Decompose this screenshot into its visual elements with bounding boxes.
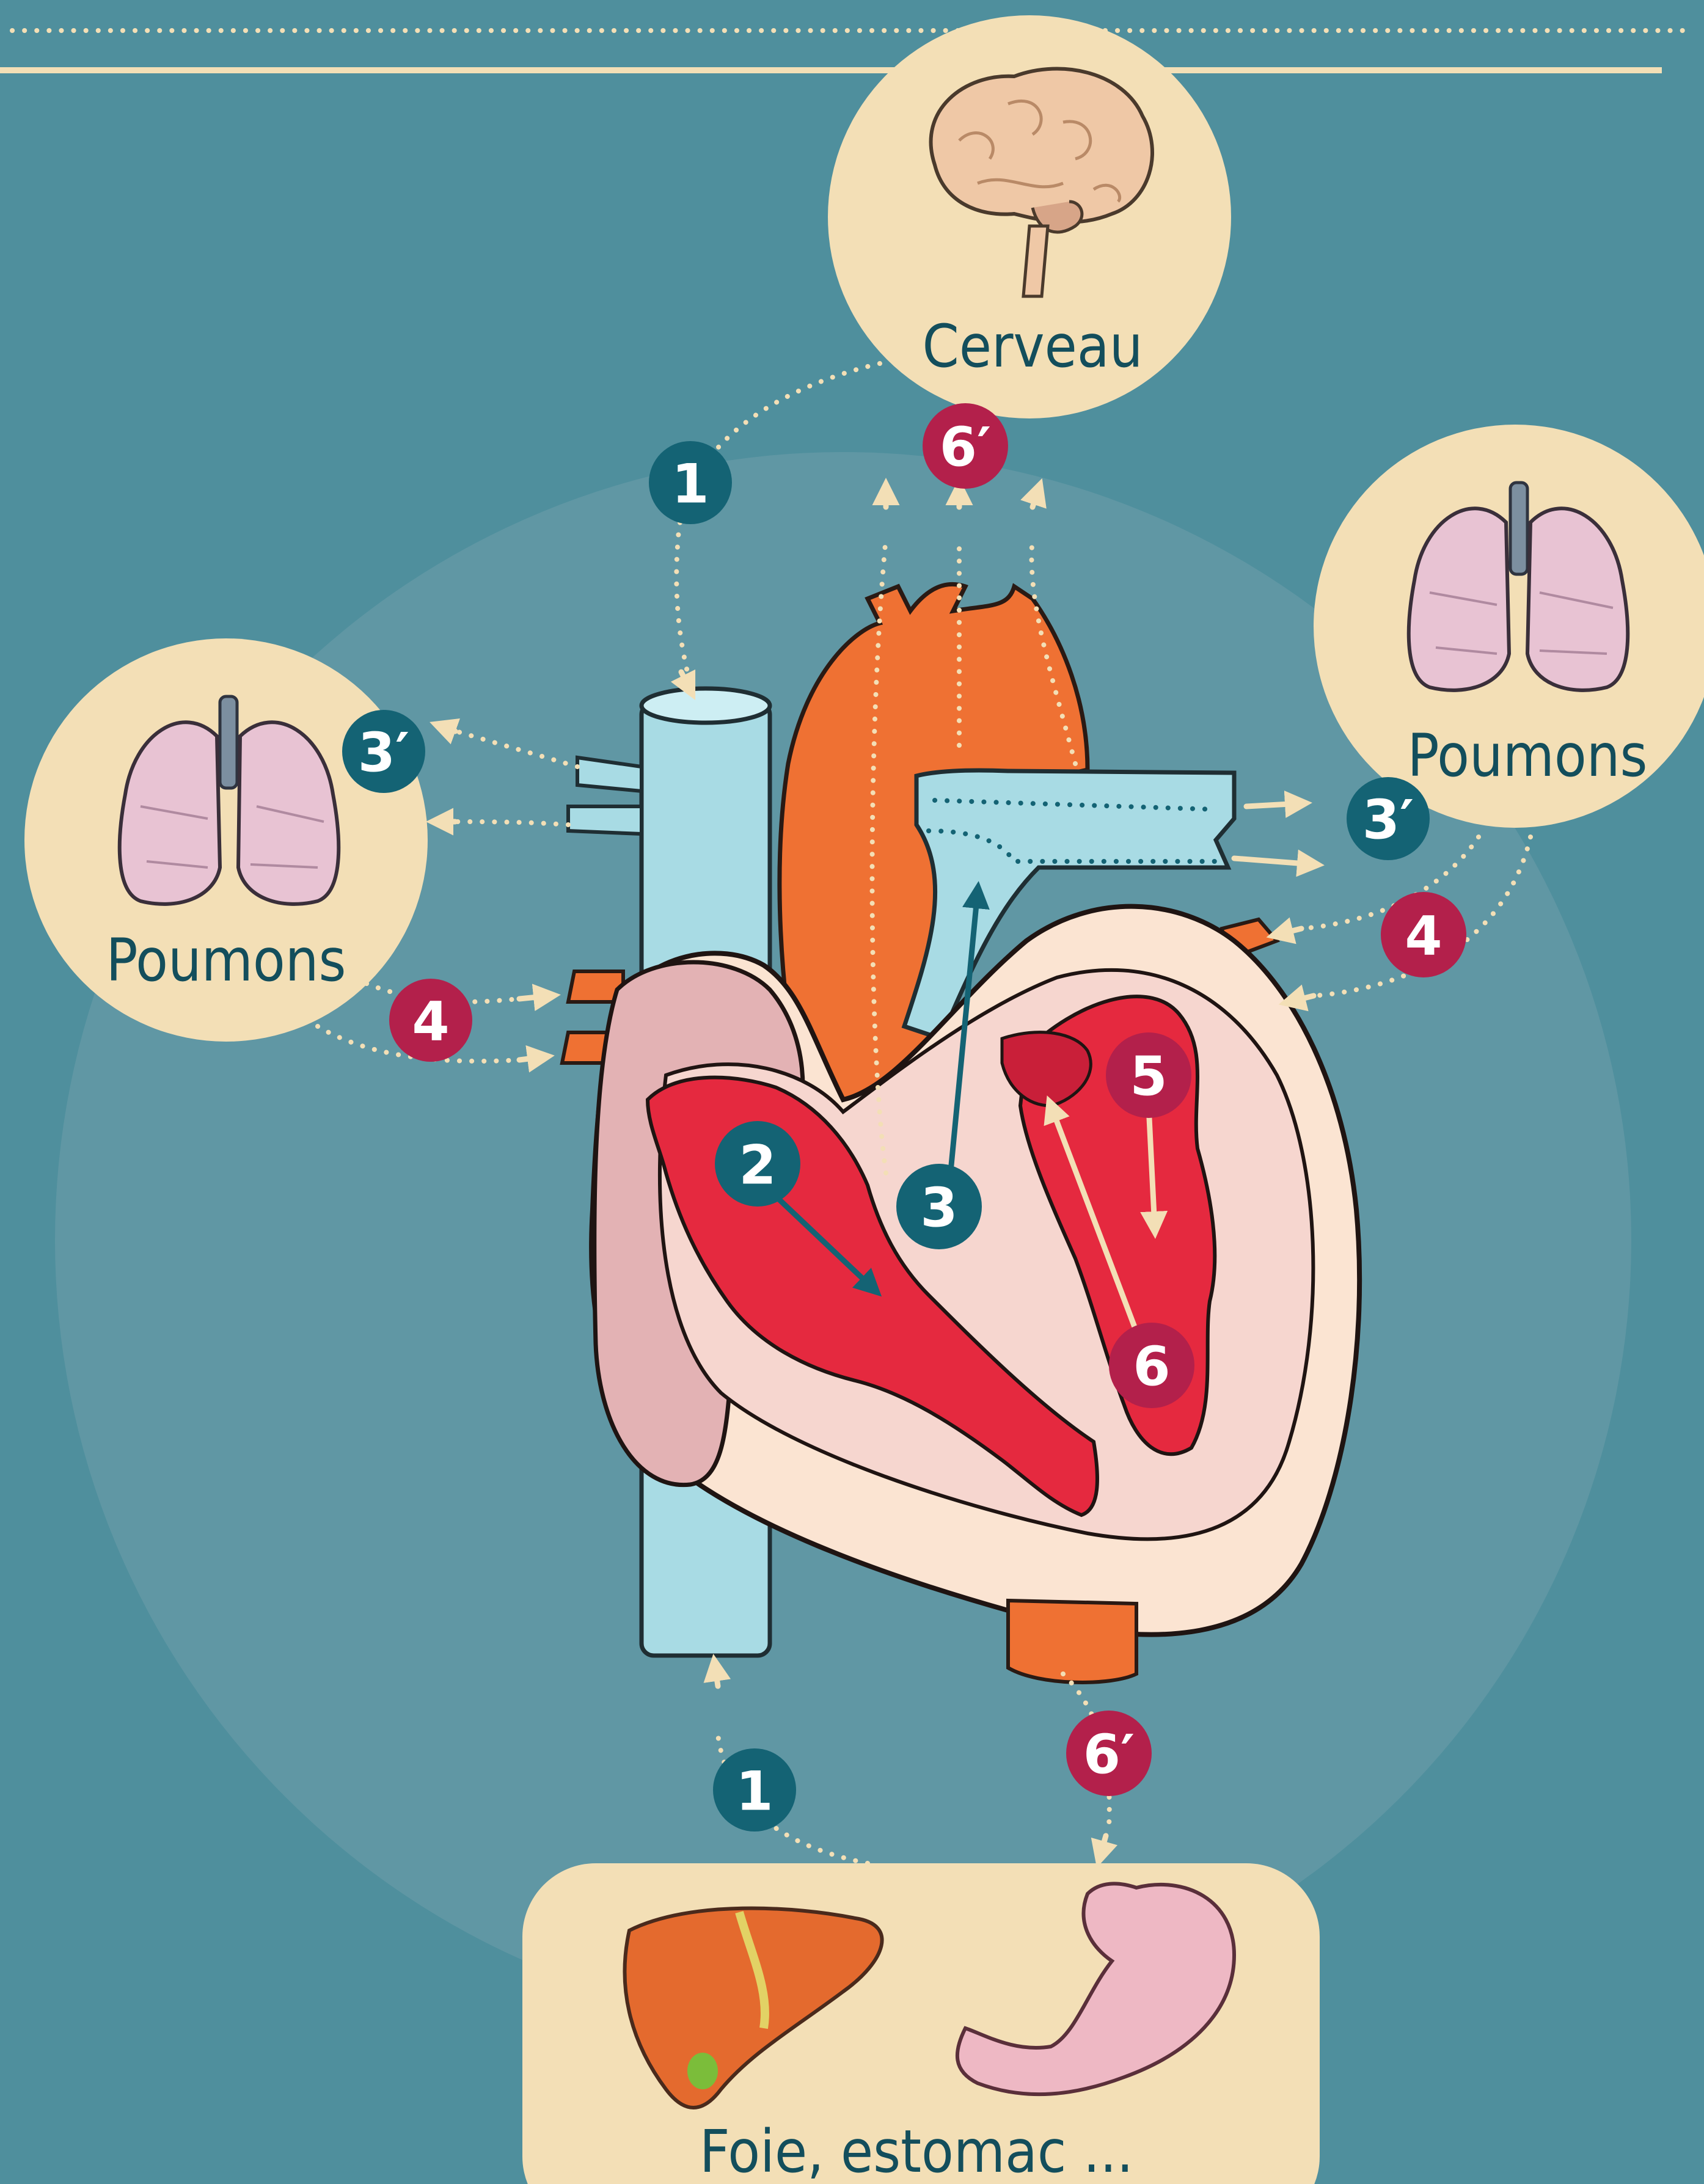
badge-6: 6 xyxy=(1109,1323,1194,1408)
header-rules xyxy=(0,31,1692,70)
brain-label: Cerveau xyxy=(923,312,1143,381)
badge-4-left: 4 xyxy=(389,979,472,1062)
svg-text:3: 3 xyxy=(920,1177,957,1240)
badge-5: 5 xyxy=(1106,1032,1191,1118)
digestive-panel: Foie, estomac ... xyxy=(522,1863,1320,2184)
lungs-right-panel: Poumons xyxy=(1314,425,1704,828)
svg-text:6′: 6′ xyxy=(1083,1723,1135,1786)
badge-3: 3 xyxy=(896,1164,982,1249)
digestive-label: Foie, estomac ... xyxy=(700,2117,1133,2184)
svg-text:6′: 6′ xyxy=(940,416,991,479)
svg-text:5: 5 xyxy=(1130,1045,1167,1108)
badge-3prime-right: 3′ xyxy=(1347,777,1430,860)
svg-text:3′: 3′ xyxy=(1362,789,1414,852)
lungs-right-label: Poumons xyxy=(1408,721,1648,790)
brain-panel: Cerveau xyxy=(828,15,1231,418)
badge-6prime-top: 6′ xyxy=(923,403,1008,489)
lungs-left-label: Poumons xyxy=(106,926,346,995)
badge-4-right: 4 xyxy=(1381,892,1466,977)
svg-text:3′: 3′ xyxy=(358,721,409,784)
svg-text:4: 4 xyxy=(1405,905,1442,968)
svg-text:2: 2 xyxy=(739,1134,776,1197)
badge-2: 2 xyxy=(715,1121,800,1207)
svg-text:4: 4 xyxy=(412,990,449,1053)
badge-1-bottom: 1 xyxy=(713,1748,796,1832)
svg-text:6: 6 xyxy=(1133,1335,1170,1398)
svg-text:1: 1 xyxy=(671,453,709,516)
lungs-left-panel: Poumons xyxy=(24,638,428,1042)
badge-6prime-bottom: 6′ xyxy=(1066,1711,1152,1796)
svg-text:1: 1 xyxy=(736,1760,773,1823)
badge-1-top: 1 xyxy=(649,441,732,524)
badge-3prime-left: 3′ xyxy=(342,710,425,793)
